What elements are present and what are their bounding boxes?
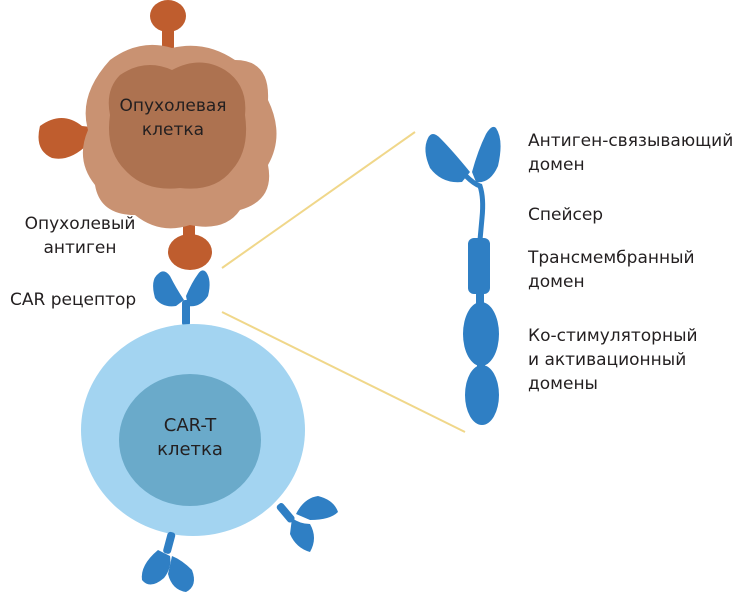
- tumor-cell-label-line1: Опухолевая: [119, 96, 227, 116]
- tumor-antigen-left: [38, 118, 100, 159]
- antigen-binding-domain-label: Антиген-связывающий домен: [528, 129, 733, 177]
- tumor-cell-label: Опухолевая клетка: [108, 94, 238, 142]
- tumor-cell-label-line2: клетка: [141, 120, 205, 140]
- transmembrane-domain: [468, 238, 490, 294]
- activation-domain: [465, 365, 499, 425]
- car-receptor: [153, 270, 210, 326]
- tumor-antigen-label-line1: Опухолевый: [24, 214, 136, 234]
- costim-label-line3: домены: [528, 374, 598, 394]
- car-receptor-label: CAR рецептор: [10, 290, 137, 310]
- costimulatory-domain: [463, 302, 499, 366]
- costim-label-line1: Ко-стимуляторный: [528, 326, 698, 346]
- spacer: [464, 174, 486, 241]
- tumor-antigen-label: Опухолевый антиген: [12, 212, 148, 260]
- tumor-antigen-label-line2: антиген: [43, 238, 117, 258]
- costim-label-line2: и активационный: [528, 350, 687, 370]
- antigen-binding-domain-right: [472, 126, 501, 183]
- car-receptor-bottom-left: [141, 531, 194, 592]
- tcell-label-line2: клетка: [157, 439, 223, 460]
- transmembrane-domain-label: Трансмембранный домен: [528, 246, 695, 294]
- spacer-label: Спейсер: [528, 205, 604, 225]
- car-receptor-detail: [425, 126, 501, 425]
- tcell-label: CAR-T клетка: [130, 414, 250, 462]
- antigen-binding-label-line2: домен: [528, 155, 585, 175]
- connector-line-bottom: [221, 311, 466, 433]
- antigen-binding-domain-left: [425, 134, 470, 183]
- costimulatory-domain-label: Ко-стимуляторный и активационный домены: [528, 324, 698, 396]
- tumor-antigen-top: [150, 0, 186, 52]
- tcell-label-line1: CAR-T: [163, 415, 217, 436]
- transmembrane-label-line1: Трансмембранный: [528, 248, 695, 268]
- tumor-cell-nucleus: [108, 62, 247, 189]
- tcell-nucleus: [119, 374, 261, 506]
- car-receptor-bottom-right: [276, 496, 338, 552]
- antigen-binding-label-line1: Антиген-связывающий: [528, 131, 734, 151]
- connector-line-top: [221, 131, 416, 269]
- transmembrane-label-line2: домен: [528, 272, 585, 292]
